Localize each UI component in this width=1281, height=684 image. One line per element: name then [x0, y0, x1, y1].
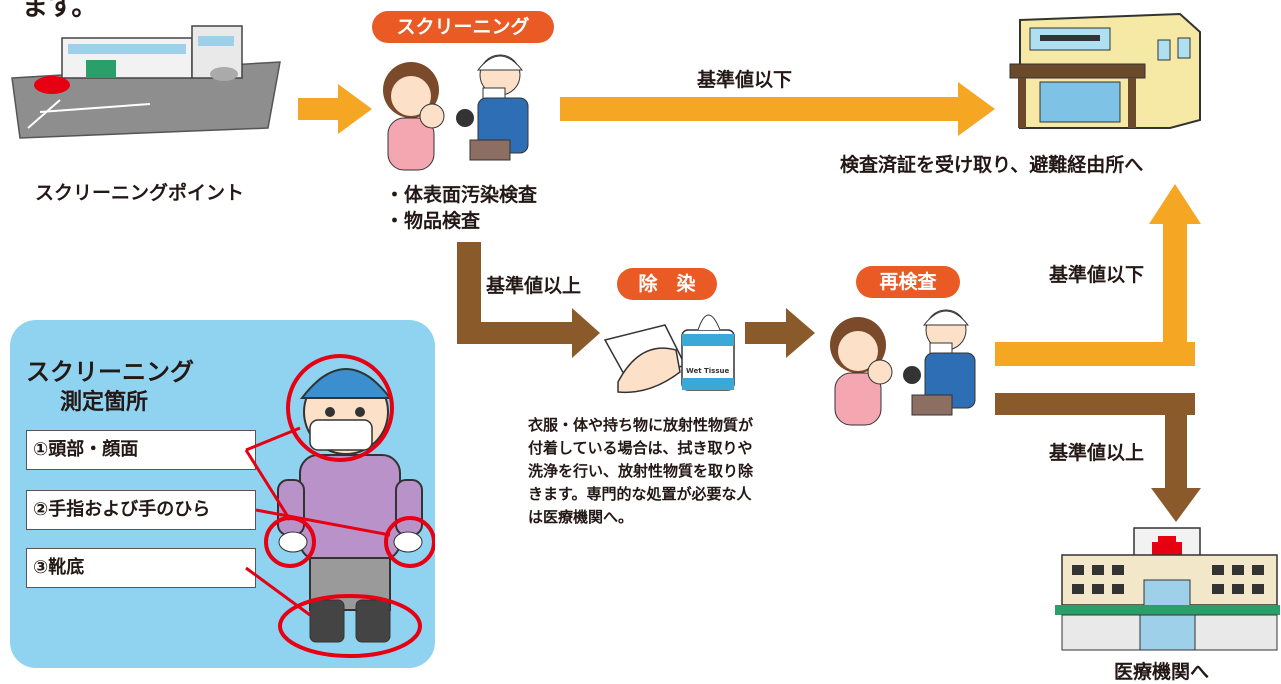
- screening-item-goods: ・物品検査: [385, 210, 481, 232]
- hospital-label: 医療機関へ: [1114, 661, 1210, 683]
- screening-point-label: スクリーニングポイント: [35, 182, 245, 204]
- measurement-panel: スクリーニング 測定箇所 ①頭部・顔面 ②手指および手のひら ③靴底: [10, 320, 435, 668]
- below-standard-label-1: 基準値以下: [697, 69, 793, 91]
- decon-badge: 除 染: [617, 268, 717, 300]
- person-figure: [244, 354, 435, 658]
- screening-point-illustration: [11, 25, 281, 139]
- hospital-illustration: [1055, 527, 1280, 651]
- panel-title-line1: スクリーニング: [26, 358, 194, 386]
- screening-badge: スクリーニング: [372, 11, 554, 43]
- decon-desc-line: きます。専門的な処置が必要な人: [528, 485, 752, 503]
- location-head-face: ①頭部・顔面: [26, 430, 256, 470]
- decon-illustration: [603, 314, 735, 394]
- shelter-illustration: [1009, 12, 1201, 129]
- head-marker-circle: [286, 354, 394, 462]
- decon-desc-line: 衣服・体や持ち物に放射性物質が: [528, 416, 754, 434]
- recheck-badge: 再検査: [856, 266, 960, 298]
- arrow-below-standard-1: [560, 82, 995, 136]
- location-hands: ②手指および手のひら: [26, 490, 256, 530]
- right-hand-marker-circle: [384, 516, 435, 568]
- screening-item-body: ・体表面汚染検査: [385, 184, 538, 206]
- above-standard-label-2: 基準値以上: [1049, 442, 1145, 464]
- above-standard-label-1: 基準値以上: [486, 275, 582, 297]
- arrow-above-standard-1: [457, 242, 600, 358]
- screening-people-illustration: [383, 54, 529, 171]
- location-shoe-soles: ③靴底: [26, 548, 256, 588]
- decon-desc-line: 付着している場合は、拭き取りや: [528, 439, 753, 457]
- top-text-fragment: ます。: [22, 0, 98, 22]
- arrow-decon-to-recheck: [745, 308, 815, 358]
- recheck-people-illustration: [830, 309, 976, 426]
- shelter-label: 検査済証を受け取り、避難経由所へ: [840, 154, 1144, 176]
- arrow-above-standard-2: [995, 393, 1201, 522]
- shoe-marker-circle: [278, 594, 422, 658]
- below-standard-label-2: 基準値以下: [1049, 264, 1145, 286]
- decon-description: 衣服・体や持ち物に放射性物質が 付着している場合は、拭き取りや 洗浄を行い、放射…: [528, 414, 753, 529]
- decon-desc-line: は医療機関へ。: [528, 508, 634, 526]
- arrow-to-screening: [298, 84, 372, 134]
- decon-desc-line: 洗浄を行い、放射性物質を取り除: [528, 462, 754, 480]
- arrow-below-standard-2: [995, 184, 1201, 366]
- tissue-brand-text: Wet Tissue: [686, 367, 730, 375]
- panel-title-line2: 測定箇所: [60, 390, 149, 415]
